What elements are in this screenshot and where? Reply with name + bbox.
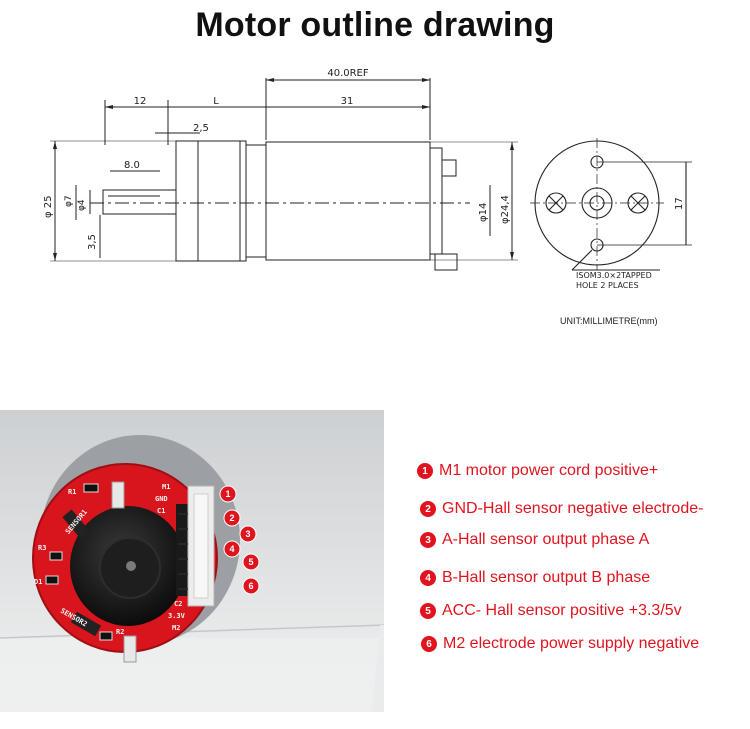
pin-item-5: 5 ACC- Hall sensor positive +3.3/5v bbox=[420, 602, 682, 620]
ref-arrow-left bbox=[266, 78, 274, 82]
silk-r3: R3 bbox=[38, 544, 46, 552]
dia244-arrow-top bbox=[510, 142, 514, 150]
sensor2-chip bbox=[70, 611, 102, 637]
terminal-bottom bbox=[434, 253, 458, 271]
photo-callout-2: 2 bbox=[229, 513, 234, 523]
pin-item-4: 4 B-Hall sensor output B phase bbox=[420, 569, 650, 587]
dim-l: L bbox=[213, 96, 219, 107]
motor-can bbox=[265, 141, 431, 261]
pin-label-m1: M1 bbox=[162, 483, 170, 491]
encoder-photo: M1 GND C1 C2 3.3V M2 R1 SENSOR1 R3 D1 SE… bbox=[0, 410, 384, 712]
photo-callout-3: 3 bbox=[245, 529, 250, 539]
pin-item-1: 1 M1 motor power cord positive+ bbox=[417, 462, 658, 480]
motor-tab-top bbox=[111, 481, 125, 509]
photo-callout-6: 6 bbox=[248, 581, 253, 591]
dia244-arrow-bottom bbox=[510, 252, 514, 260]
motor-outline-drawing: 40.0REF 12 L 31 2,5 8.0 φ 25 φ7 φ4 3,5 φ… bbox=[43, 68, 692, 290]
dim-3-5: 3,5 bbox=[87, 234, 98, 250]
d12-arrow-left bbox=[105, 105, 113, 109]
output-shaft bbox=[102, 189, 177, 215]
ref-arrow-right bbox=[422, 78, 430, 82]
pin-description: B-Hall sensor output B phase bbox=[442, 569, 651, 586]
dim-dia7: φ7 bbox=[64, 195, 74, 207]
silk-d1: D1 bbox=[34, 578, 42, 586]
pin-label-m2: M2 bbox=[172, 624, 180, 632]
dim-40ref: 40.0REF bbox=[327, 68, 369, 79]
pin-label-c1: C1 bbox=[157, 507, 165, 515]
dia25-arrow-top bbox=[53, 141, 57, 149]
gearbox-collar bbox=[245, 144, 267, 258]
diode-d1 bbox=[45, 575, 59, 585]
silk-r1: R1 bbox=[68, 488, 76, 496]
dim-dia24-4: φ24,4 bbox=[500, 195, 511, 224]
pin-number-badge: 4 bbox=[420, 570, 436, 586]
tapped-hole-note-line2: HOLE 2 PLACES bbox=[576, 281, 639, 290]
dim-12: 12 bbox=[134, 96, 147, 107]
pin-description: M2 electrode power supply negative bbox=[443, 635, 700, 652]
pin-description: GND-Hall sensor negative electrode- bbox=[442, 500, 704, 517]
dim-2-5: 2,5 bbox=[193, 123, 209, 134]
resistor-r1 bbox=[83, 483, 99, 493]
dim-31: 31 bbox=[341, 96, 354, 107]
gearbox-body bbox=[175, 140, 247, 262]
header-pins bbox=[176, 504, 188, 596]
dim-8-0: 8.0 bbox=[124, 160, 140, 171]
d31-arrow-right bbox=[422, 105, 430, 109]
tapped-hole-note-line1: ISOM3.0×2TAPPED bbox=[576, 271, 652, 280]
pin-number-badge: 1 bbox=[417, 463, 433, 479]
pin-item-3: 3 A-Hall sensor output phase A bbox=[420, 531, 649, 549]
sensor1-chip bbox=[62, 509, 90, 539]
dim-dia25: φ 25 bbox=[43, 196, 54, 219]
resistor-r3 bbox=[49, 551, 63, 561]
unit-label: UNIT:MILLIMETRE(mm) bbox=[560, 316, 658, 326]
pin-number-badge: 3 bbox=[420, 532, 436, 548]
page-title: Motor outline drawing bbox=[195, 6, 555, 44]
motor-endcap bbox=[429, 147, 443, 255]
pin-item-6: 6 M2 electrode power supply negative bbox=[421, 635, 699, 653]
silk-r2: R2 bbox=[116, 628, 124, 636]
terminal-top bbox=[441, 159, 457, 177]
pin-description: A-Hall sensor output phase A bbox=[442, 531, 650, 548]
pin-label-c2: C2 bbox=[174, 600, 182, 608]
motor-tab-bottom bbox=[123, 635, 137, 663]
photo-callout-1: 1 bbox=[225, 489, 230, 499]
photo-callout-4: 4 bbox=[229, 544, 234, 554]
note-leader bbox=[571, 249, 593, 271]
resistor-r2 bbox=[99, 631, 113, 641]
dim-dia14: φ14 bbox=[478, 203, 489, 222]
pin-description: ACC- Hall sensor positive +3.3/5v bbox=[442, 602, 682, 619]
pin-description: M1 motor power cord positive+ bbox=[439, 462, 659, 479]
pin-item-2: 2 GND-Hall sensor negative electrode- bbox=[420, 500, 703, 518]
pin-number-badge: 6 bbox=[421, 636, 437, 652]
photo-callout-5: 5 bbox=[248, 557, 253, 567]
encoder-photo-art: M1 GND C1 C2 3.3V M2 R1 SENSOR1 R3 D1 SE… bbox=[0, 410, 384, 712]
pin-label-3v3: 3.3V bbox=[168, 612, 186, 620]
pin-label-gnd: GND bbox=[155, 495, 168, 503]
dia25-arrow-bottom bbox=[53, 253, 57, 261]
pin-number-badge: 2 bbox=[420, 501, 436, 517]
dim-17: 17 bbox=[674, 197, 685, 210]
dim-dia4: φ4 bbox=[77, 199, 87, 211]
pin-number-badge: 5 bbox=[420, 603, 436, 619]
